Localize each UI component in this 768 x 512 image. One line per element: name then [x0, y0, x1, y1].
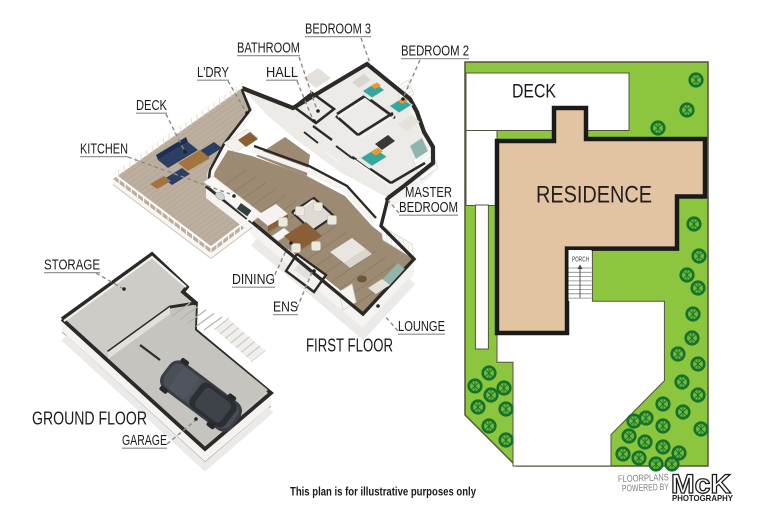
svg-text:McK: McK — [671, 469, 732, 499]
svg-text:This plan is for illustrative: This plan is for illustrative purposes o… — [290, 485, 476, 499]
svg-text:PORCH: PORCH — [572, 255, 589, 264]
svg-text:POWERED BY: POWERED BY — [622, 482, 670, 495]
svg-text:RESIDENCE: RESIDENCE — [536, 182, 652, 209]
svg-text:PHOTOGRAPHY: PHOTOGRAPHY — [672, 493, 733, 503]
svg-text:GROUND FLOOR: GROUND FLOOR — [32, 408, 147, 429]
svg-text:ENS: ENS — [273, 299, 298, 316]
svg-text:GARAGE: GARAGE — [122, 432, 167, 449]
svg-text:BEDROOM: BEDROOM — [399, 199, 458, 216]
svg-text:DECK: DECK — [136, 97, 167, 114]
svg-text:STORAGE: STORAGE — [44, 257, 100, 274]
svg-text:DECK: DECK — [512, 82, 556, 103]
svg-text:FLOORPLANS: FLOORPLANS — [618, 472, 669, 485]
svg-text:L'DRY: L'DRY — [197, 64, 229, 81]
svg-text:BATHROOM: BATHROOM — [237, 40, 300, 57]
svg-text:DINING: DINING — [232, 271, 275, 288]
svg-text:FIRST FLOOR: FIRST FLOOR — [306, 336, 393, 356]
svg-text:LOUNGE: LOUNGE — [398, 318, 445, 335]
svg-text:MASTER: MASTER — [405, 184, 452, 201]
svg-text:BEDROOM 3: BEDROOM 3 — [305, 21, 371, 38]
svg-text:BEDROOM 2: BEDROOM 2 — [401, 43, 469, 60]
svg-text:KITCHEN: KITCHEN — [80, 141, 128, 158]
svg-text:HALL: HALL — [266, 64, 298, 81]
